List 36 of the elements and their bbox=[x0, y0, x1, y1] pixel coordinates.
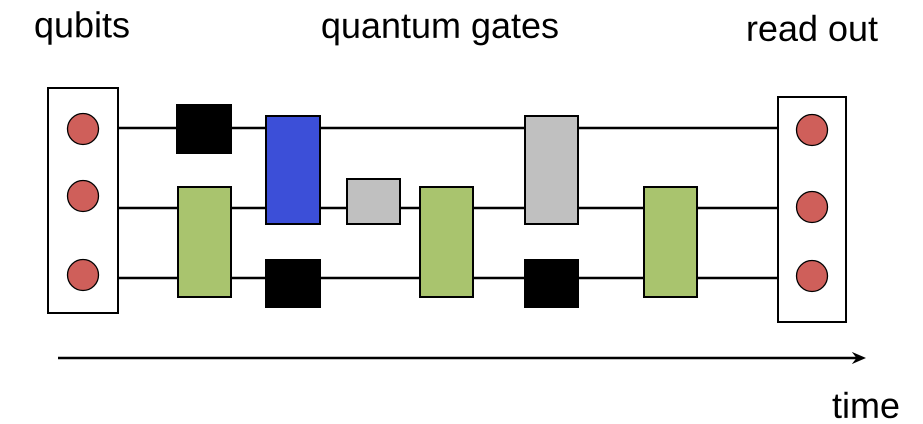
wire bbox=[401, 206, 419, 210]
wire bbox=[474, 276, 524, 280]
gate-box bbox=[643, 186, 698, 298]
gate-box bbox=[419, 186, 474, 298]
wire bbox=[119, 276, 177, 280]
gate-box bbox=[524, 259, 579, 308]
wire bbox=[579, 276, 643, 280]
wire bbox=[321, 206, 346, 210]
wire bbox=[698, 206, 777, 210]
gate-box bbox=[524, 115, 579, 225]
gate-box bbox=[346, 178, 401, 225]
heading: read out bbox=[748, 14, 878, 42]
heading: quantum gates bbox=[322, 14, 558, 46]
wire bbox=[119, 206, 177, 210]
qubit-circle bbox=[66, 258, 100, 292]
wire bbox=[579, 206, 643, 210]
wire bbox=[579, 126, 777, 130]
qubit-circle bbox=[796, 190, 828, 224]
gate-box bbox=[177, 186, 232, 298]
qubit-circle bbox=[66, 112, 100, 146]
gate-box bbox=[176, 104, 232, 154]
gate-box bbox=[265, 259, 321, 308]
wire bbox=[321, 126, 524, 130]
heading: qubits bbox=[35, 11, 129, 45]
axis-label: time bbox=[832, 392, 898, 418]
qubit-circle bbox=[66, 180, 100, 212]
wire bbox=[321, 276, 419, 280]
gate-box bbox=[265, 115, 321, 225]
wire bbox=[232, 276, 265, 280]
wire bbox=[232, 126, 265, 130]
qubit-circle bbox=[796, 260, 828, 292]
wire bbox=[232, 206, 265, 210]
qubit-circle bbox=[796, 114, 828, 146]
wire bbox=[698, 276, 777, 280]
wire bbox=[119, 126, 176, 130]
wire bbox=[474, 206, 524, 210]
